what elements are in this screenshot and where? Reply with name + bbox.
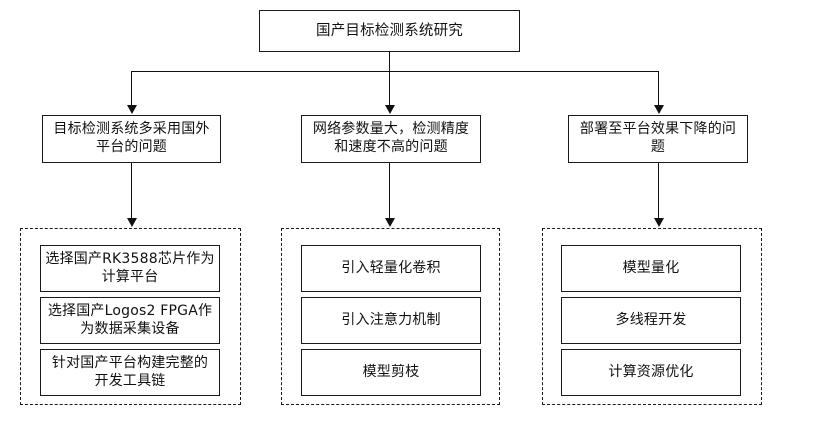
solution-node-1-3: 针对国产平台构建完整的开发工具链 xyxy=(40,349,220,396)
solution-node-1-1: 选择国产RK3588芯片作为计算平台 xyxy=(40,245,220,292)
connector-problem-2-to-group-2 xyxy=(389,163,390,219)
solution-node-3-3-label: 计算资源优化 xyxy=(608,363,694,380)
problem-node-3: 部署至平台效果下降的问题 xyxy=(568,115,748,163)
solution-node-1-2: 选择国产Logos2 FPGA作为数据采集设备 xyxy=(40,297,220,344)
solution-node-2-2: 引入注意力机制 xyxy=(301,297,481,344)
solution-node-2-2-label: 引入注意力机制 xyxy=(341,311,441,328)
solution-node-2-3-label: 模型剪枝 xyxy=(362,363,420,380)
solution-node-3-1: 模型量化 xyxy=(561,245,741,292)
arrow-to-group-2 xyxy=(384,218,395,227)
solution-group-3 xyxy=(542,228,762,405)
arrow-to-group-3 xyxy=(653,218,664,227)
root-node: 国产目标检测系统研究 xyxy=(259,10,520,52)
solution-node-3-3: 计算资源优化 xyxy=(561,349,741,396)
root-node-label: 国产目标检测系统研究 xyxy=(316,22,463,39)
arrow-to-group-1 xyxy=(126,218,137,227)
solution-node-2-1-label: 引入轻量化卷积 xyxy=(341,259,441,276)
connector-bus-to-problem-3 xyxy=(658,71,659,106)
problem-node-2: 网络参数量大，检测精度和速度不高的问题 xyxy=(301,115,481,163)
problem-node-1: 目标检测系统多采用国外平台的问题 xyxy=(42,115,221,163)
solution-node-1-2-label: 选择国产Logos2 FPGA作为数据采集设备 xyxy=(47,302,213,337)
problem-node-1-label: 目标检测系统多采用国外平台的问题 xyxy=(53,121,210,155)
connector-bus-to-problem-1 xyxy=(131,71,132,106)
connector-problem-1-to-group-1 xyxy=(131,163,132,219)
solution-node-1-1-label: 选择国产RK3588芯片作为计算平台 xyxy=(45,250,215,285)
connector-horizontal-bus xyxy=(131,71,659,72)
solution-group-2 xyxy=(281,228,500,405)
solution-node-2-3: 模型剪枝 xyxy=(301,349,481,396)
arrow-to-problem-2 xyxy=(384,105,395,114)
solution-group-1 xyxy=(20,228,241,405)
solution-node-3-2-label: 多线程开发 xyxy=(615,311,687,328)
solution-node-2-1: 引入轻量化卷积 xyxy=(301,245,481,292)
connector-root-trunk xyxy=(389,52,390,72)
solution-node-3-1-label: 模型量化 xyxy=(622,259,680,276)
connector-problem-3-to-group-3 xyxy=(658,163,659,219)
solution-node-3-2: 多线程开发 xyxy=(561,297,741,344)
arrow-to-problem-3 xyxy=(653,105,664,114)
problem-node-2-label: 网络参数量大，检测精度和速度不高的问题 xyxy=(312,121,470,155)
solution-node-1-3-label: 针对国产平台构建完整的开发工具链 xyxy=(51,354,209,389)
connector-bus-to-problem-2 xyxy=(389,71,390,106)
arrow-to-problem-1 xyxy=(126,105,137,114)
problem-node-3-label: 部署至平台效果下降的问题 xyxy=(579,121,737,155)
